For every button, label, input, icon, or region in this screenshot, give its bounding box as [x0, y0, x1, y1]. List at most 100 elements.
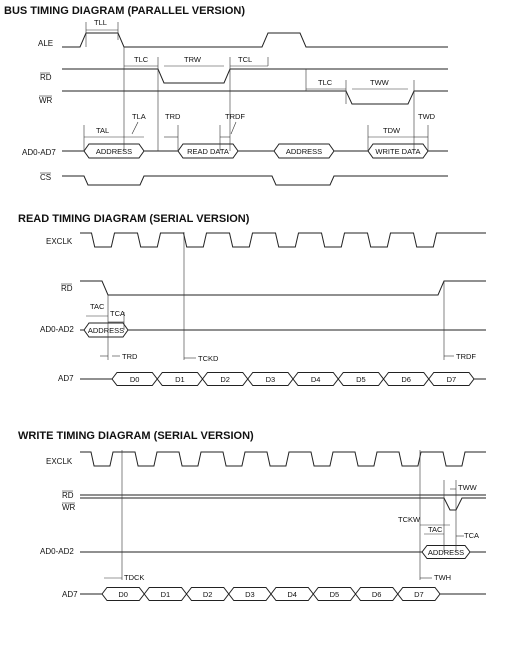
write-bit-d4-label: D4: [287, 590, 297, 599]
parallel-diagram-title: BUS TIMING DIAGRAM (PARALLEL VERSION): [4, 5, 245, 17]
read-trd-label: TRD: [122, 352, 138, 361]
write-bit-d7: D7: [397, 587, 441, 601]
cs-waveform: [62, 175, 448, 186]
twd-timing: TWD: [414, 112, 436, 138]
read-address-cell: ADDRESS: [83, 322, 129, 338]
write-bit-d1: D1: [143, 587, 188, 601]
write-bit-d0: D0: [101, 587, 145, 601]
tla-label: TLA: [132, 112, 146, 121]
tla-timing: TLA: [124, 112, 146, 138]
read-tckd-timing: TCKD: [184, 354, 219, 363]
trd-label: TRD: [165, 112, 181, 121]
parallel-bus-guides: [83, 125, 429, 151]
parallel-bus-cell-1: READ DATA: [177, 143, 239, 159]
read-bit-d2: D2: [201, 372, 249, 386]
parallel-bus-cell-0-label: ADDRESS: [96, 147, 132, 156]
write-bit-d3: D3: [228, 587, 272, 601]
tal-label: TAL: [96, 126, 109, 135]
read-bit-d6-label: D6: [401, 375, 411, 384]
write-guides: [121, 450, 457, 580]
read-tca-label: TCA: [110, 309, 125, 318]
parallel-bus-cell-2: ADDRESS: [273, 143, 335, 159]
tal-timing: TAL: [84, 126, 124, 138]
read-trdf-timing: TRDF: [444, 352, 476, 361]
read-tca-timing: TCA: [108, 309, 125, 323]
write-bit-d6: D6: [354, 587, 399, 601]
read-tac-label: TAC: [90, 302, 105, 311]
parallel-bus-cell-3-label: WRITE DATA: [375, 147, 420, 156]
parallel-bus-cell-0-outline: [83, 143, 145, 159]
read-bit-d7-outline: [428, 372, 475, 386]
read-trdf-label: TRDF: [456, 352, 476, 361]
read-diagram-title: READ TIMING DIAGRAM (SERIAL VERSION): [18, 213, 250, 225]
read-bit-d7-label: D7: [447, 375, 457, 384]
read-rd-waveform: [80, 280, 486, 296]
parallel-bus-cells: ADDRESS READ DATA ADDRESS WRITE DATA: [83, 143, 429, 159]
tlc1-timing: TLC: [124, 55, 158, 67]
write-ad7-label: AD7: [62, 590, 78, 599]
write-exclk-waveform: [80, 451, 486, 467]
write-bit-d2-label: D2: [203, 590, 213, 599]
parallel-bus-cell-0: ADDRESS: [83, 143, 145, 159]
trw-timing: TRW: [164, 55, 224, 67]
write-rd-label: RD: [62, 491, 74, 500]
trdf-timing: TRDF: [220, 112, 245, 138]
write-tckw-timing: TCKW: [398, 515, 450, 526]
trd-timing: TRD: [164, 112, 181, 138]
write-twh-timing: TWH: [420, 573, 451, 582]
trdf-label: TRDF: [225, 112, 245, 121]
write-ad-label: AD0-AD2: [40, 547, 74, 556]
write-tww-timing: TWW: [450, 483, 478, 492]
parallel-bus-cell-3: WRITE DATA: [367, 143, 429, 159]
trw-label: TRW: [184, 55, 202, 64]
read-bit-d5: D5: [337, 372, 385, 386]
read-exclk-label: EXCLK: [46, 237, 73, 246]
tdw-label: TDW: [383, 126, 401, 135]
tcl-timing: TCL: [230, 55, 268, 67]
tlc2-label: TLC: [318, 78, 333, 87]
tcl-label: TCL: [238, 55, 252, 64]
ale-signal-label: ALE: [38, 39, 53, 48]
cs-signal-label: CS: [40, 173, 51, 182]
write-diagram-title: WRITE TIMING DIAGRAM (SERIAL VERSION): [18, 430, 254, 442]
read-ad7-label: AD7: [58, 374, 74, 383]
read-trd-timing: TRD: [100, 352, 138, 361]
read-tac-timing: TAC: [86, 302, 108, 317]
tlc2-timing: TLC: [306, 78, 346, 90]
read-address: ADDRESS: [83, 322, 129, 338]
read-address-outline: [83, 322, 129, 338]
rd-signal-label: RD: [40, 73, 52, 82]
parallel-bus-cell-1-label: READ DATA: [187, 147, 229, 156]
tww-timing: TWW: [352, 78, 408, 90]
read-bit-d2-label: D2: [220, 375, 230, 384]
write-address-outline: [421, 545, 471, 559]
write-bit-d5: D5: [312, 587, 357, 601]
tll-guides: [85, 22, 119, 47]
write-tca-label: TCA: [464, 531, 479, 540]
read-ad-label: AD0-AD2: [40, 325, 74, 334]
write-bit-d1-label: D1: [161, 590, 171, 599]
write-tca-timing: TCA: [456, 531, 479, 540]
parallel-guides: [123, 47, 415, 151]
write-tww-label: TWW: [458, 483, 478, 492]
read-rd-label: RD: [61, 284, 73, 293]
tww-label: TWW: [370, 78, 390, 87]
write-exclk-label: EXCLK: [46, 457, 73, 466]
tdw-timing: TDW: [368, 126, 414, 138]
twd-label: TWD: [418, 112, 436, 121]
read-bit-d1: D1: [156, 372, 204, 386]
rd-waveform: [62, 68, 448, 84]
write-address-label: ADDRESS: [428, 548, 464, 557]
write-bit-d3-label: D3: [245, 590, 255, 599]
write-tac-timing: TAC: [424, 525, 444, 535]
read-bit-d4: D4: [292, 372, 339, 386]
serial-read-section: READ TIMING DIAGRAM (SERIAL VERSION) EXC…: [18, 213, 486, 386]
read-bit-d7: D7: [428, 372, 475, 386]
write-bit-d2: D2: [185, 587, 230, 601]
read-bit-d3: D3: [247, 372, 294, 386]
parallel-bus-cell-1-outline: [177, 143, 239, 159]
write-tac-label: TAC: [428, 525, 443, 534]
